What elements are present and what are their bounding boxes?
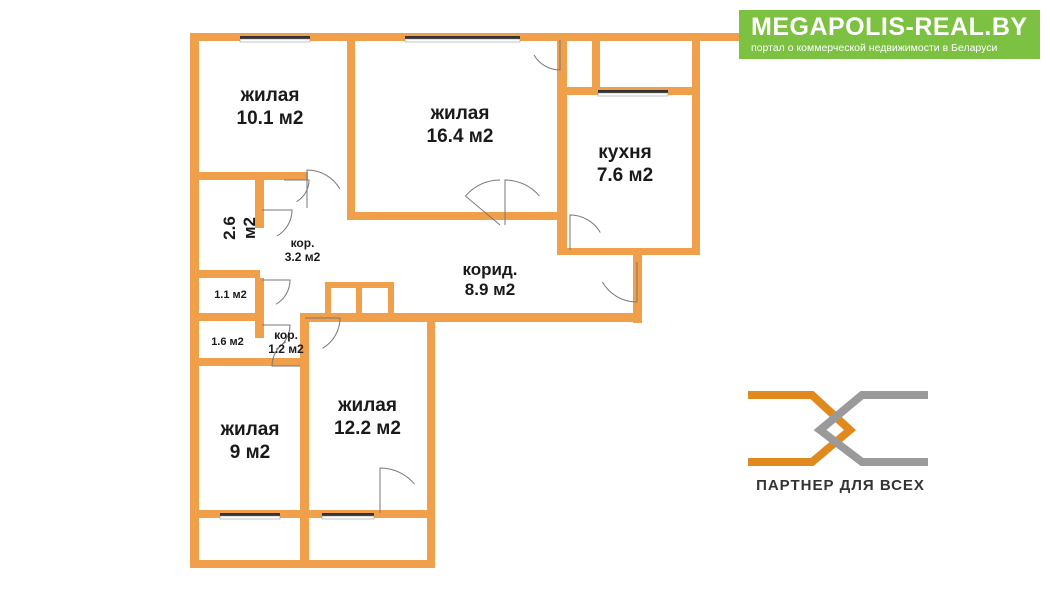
window-pane bbox=[240, 36, 310, 39]
partner-logo-orange-stroke bbox=[748, 391, 857, 466]
partner-logo bbox=[748, 391, 928, 466]
wall-segment bbox=[190, 313, 260, 321]
wall-segment bbox=[258, 172, 308, 180]
wall-segment bbox=[325, 282, 394, 288]
wall-segment bbox=[692, 33, 700, 255]
partner-logo-gray-stroke bbox=[813, 391, 928, 466]
wall-segment bbox=[300, 313, 309, 568]
site-banner-subtitle: портал о коммерческой недвижимости в Бел… bbox=[751, 42, 998, 54]
door-arc bbox=[569, 214, 601, 250]
wall-segment bbox=[190, 270, 260, 278]
door-arc bbox=[533, 40, 561, 71]
door-arc bbox=[305, 317, 341, 349]
door-arc bbox=[262, 209, 293, 237]
wall-segment bbox=[325, 282, 331, 318]
window-pane bbox=[598, 90, 668, 93]
room-label-corridor-small-top: кор.3.2 м2 bbox=[284, 236, 321, 265]
window-sill bbox=[404, 38, 521, 43]
site-banner-title: MEGAPOLIS-REAL.BY bbox=[751, 13, 1028, 41]
window-sill bbox=[321, 515, 375, 520]
partner-slogan: ПАРТНЕР ДЛЯ ВСЕХ bbox=[756, 477, 925, 494]
wall-segment bbox=[388, 282, 394, 318]
wall-segment bbox=[347, 212, 557, 220]
site-banner[interactable]: MEGAPOLIS-REAL.BY портал о коммерческой … bbox=[739, 10, 1040, 59]
wall-segment bbox=[190, 33, 199, 568]
window-pane bbox=[405, 36, 520, 39]
window-pane bbox=[322, 513, 374, 516]
room-label-bath-2: 1.6 м2 bbox=[211, 336, 244, 348]
door-arc bbox=[306, 169, 341, 208]
door-arc bbox=[504, 179, 540, 225]
door-arc bbox=[601, 262, 638, 303]
room-label-storage: 2.6 м2 bbox=[220, 216, 260, 240]
wall-segment bbox=[190, 510, 435, 518]
wall-segment bbox=[347, 33, 355, 218]
wall-segment bbox=[300, 313, 642, 322]
door-arc bbox=[271, 341, 300, 367]
room-label-corridor-main: корид.8.9 м2 bbox=[462, 260, 518, 300]
wall-segment bbox=[557, 248, 700, 255]
window-pane bbox=[220, 513, 280, 516]
wall-segment bbox=[255, 278, 264, 338]
wall-segment bbox=[356, 282, 362, 318]
room-label-bath-1: 1.1 м2 bbox=[214, 289, 247, 301]
door-arc bbox=[262, 279, 291, 305]
window-sill bbox=[239, 38, 311, 43]
wall-segment bbox=[190, 358, 302, 366]
window-sill bbox=[219, 515, 281, 520]
door-arc bbox=[284, 179, 310, 203]
wall-segment bbox=[557, 33, 567, 253]
wall-segment bbox=[190, 172, 261, 180]
door-arc bbox=[379, 467, 415, 513]
room-label-corridor-small-bottom: кор.1.2 м2 bbox=[268, 328, 304, 357]
window-sill bbox=[597, 92, 669, 97]
wall-segment bbox=[427, 317, 435, 568]
doors bbox=[262, 40, 638, 513]
wall-segment bbox=[190, 560, 435, 568]
windows bbox=[219, 36, 669, 520]
wall-segment bbox=[592, 33, 600, 95]
wall-segment bbox=[255, 172, 264, 228]
door-arc bbox=[464, 179, 501, 226]
